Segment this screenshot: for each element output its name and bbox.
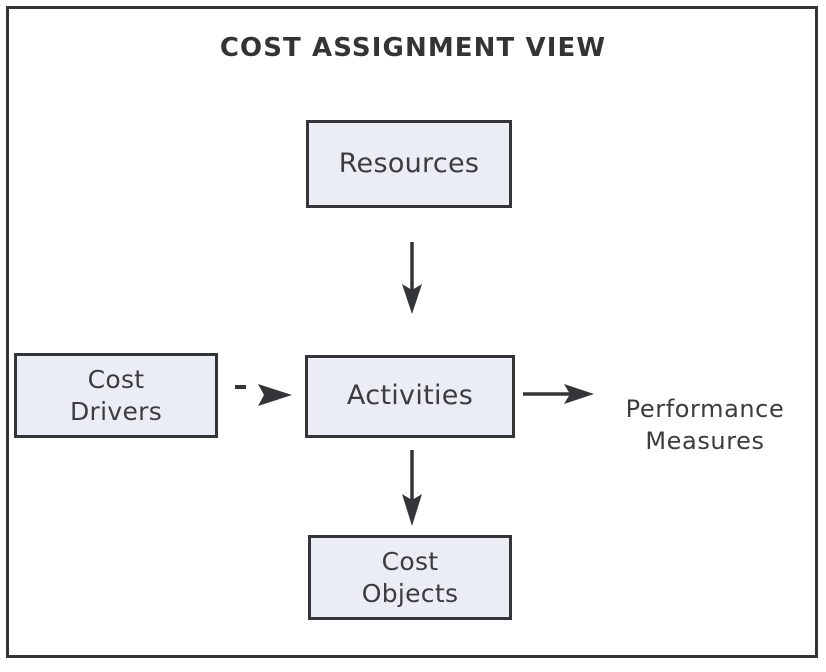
arrow-activities-to-performance-measures xyxy=(523,384,594,404)
arrow-activities-to-cost-objects xyxy=(402,450,422,526)
diagram-title: COST ASSIGNMENT VIEW xyxy=(219,33,607,63)
arrow-cost-drivers-to-activities xyxy=(235,384,292,406)
arrow-resources-to-activities xyxy=(402,242,422,314)
node-activities[interactable]: Activities xyxy=(305,355,515,438)
node-activities-label: Activities xyxy=(346,380,474,412)
node-cost-drivers[interactable]: Cost Drivers xyxy=(14,353,218,438)
node-cost-objects-label: Cost Objects xyxy=(361,546,459,608)
diagram-frame-border xyxy=(6,6,818,658)
node-performance-measures-label: Performance Measures xyxy=(625,394,785,455)
node-resources-label: Resources xyxy=(338,147,480,179)
node-cost-objects[interactable]: Cost Objects xyxy=(308,535,512,620)
node-resources[interactable]: Resources xyxy=(306,120,512,208)
node-cost-drivers-label: Cost Drivers xyxy=(69,364,163,426)
node-performance-measures: Performance Measures xyxy=(600,362,810,458)
